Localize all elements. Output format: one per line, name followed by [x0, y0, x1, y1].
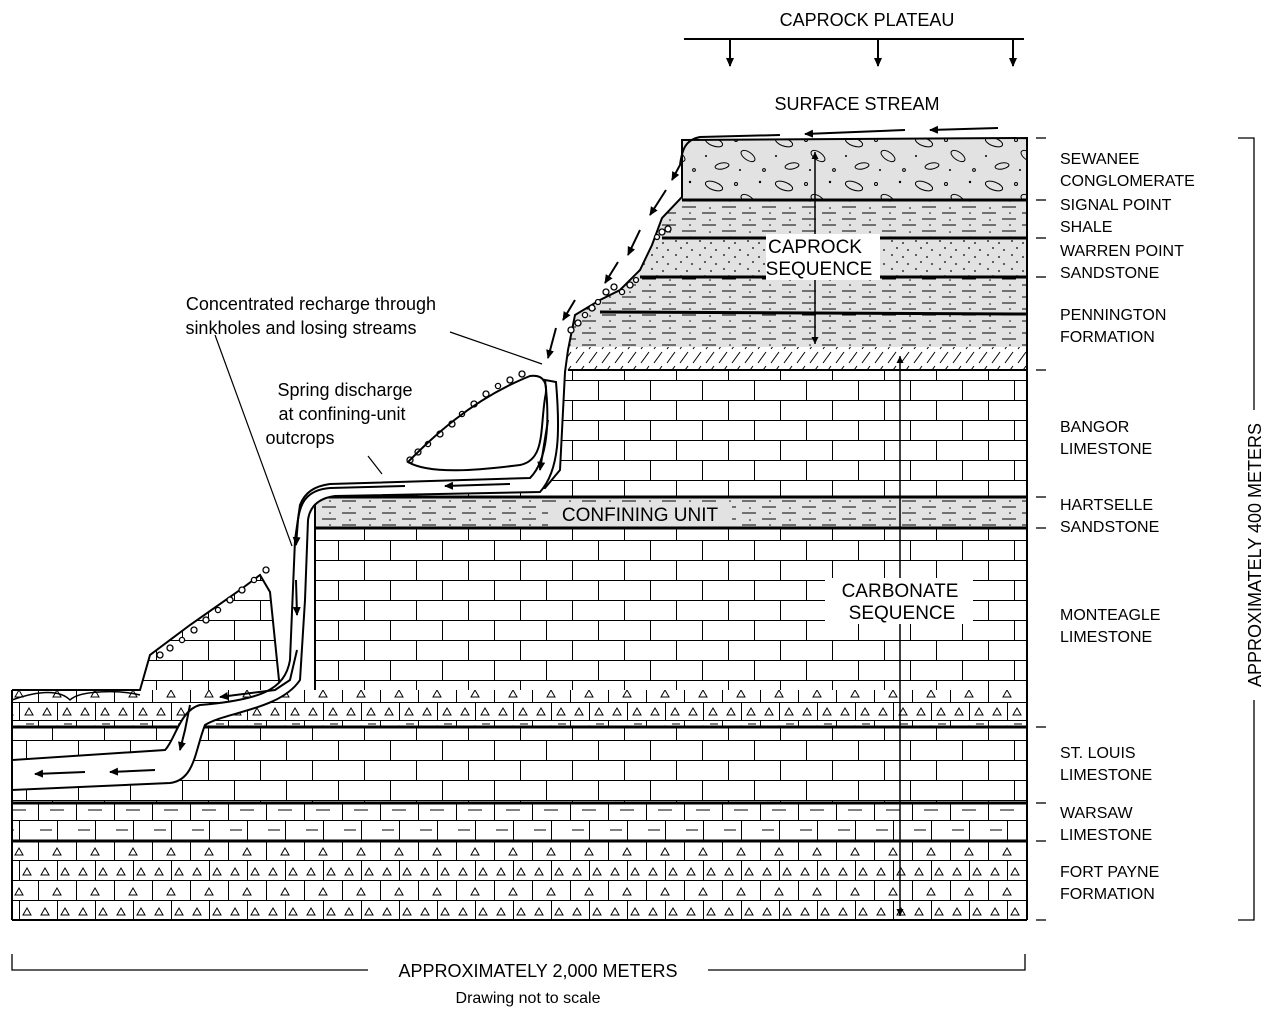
- fort-payne-layer: [12, 841, 1027, 920]
- recharge-annotation: Concentrated recharge through: [186, 294, 436, 314]
- plateau-label: CAPROCK PLATEAU: [780, 10, 955, 30]
- cave-conduits: [11, 374, 560, 792]
- recharge-annotation: sinkholes and losing streams: [185, 318, 416, 338]
- unit-label: PENNINGTON: [1060, 307, 1166, 324]
- unit-label: LIMESTONE: [1060, 767, 1152, 784]
- unit-label: MONTEAGLE: [1060, 607, 1160, 624]
- upper-conduit: [11, 378, 560, 792]
- unit-label: SHALE: [1060, 219, 1112, 236]
- unit-label: FORMATION: [1060, 886, 1155, 903]
- carbonate-sequence-label: SEQUENCE: [849, 603, 956, 624]
- spring-annotation: at confining-unit: [278, 404, 405, 424]
- plateau-indicator: [684, 38, 1024, 67]
- unit-label: SIGNAL POINT: [1060, 197, 1172, 214]
- unit-label: ST. LOUIS: [1060, 745, 1136, 762]
- sewanee-layer: [12, 138, 1027, 200]
- warsaw-layer: [12, 803, 1027, 841]
- cherty-zone-layer: [12, 690, 1027, 727]
- unit-label: WARREN POINT: [1060, 243, 1184, 260]
- callout-leaders: [214, 331, 543, 547]
- unit-label: LIMESTONE: [1060, 827, 1152, 844]
- unit-label: HARTSELLE: [1060, 497, 1153, 514]
- vertical-scale-label: APPROXIMATELY 400 METERS: [1245, 423, 1265, 687]
- unit-label: SANDSTONE: [1060, 265, 1159, 282]
- unit-label: SANDSTONE: [1060, 519, 1159, 536]
- unit-label: LIMESTONE: [1060, 441, 1152, 458]
- signal-point-layer: [12, 200, 1027, 238]
- unit-labels: SEWANEE CONGLOMERATE SIGNAL POINT SHALE …: [1060, 151, 1195, 903]
- pennington-dolomite-layer: [12, 347, 1027, 370]
- vertical-scale-bracket: [1238, 137, 1255, 921]
- unit-label: FORT PAYNE: [1060, 864, 1159, 881]
- spring-annotation: Spring discharge: [277, 380, 412, 400]
- spring-annotation: outcrops: [265, 428, 334, 448]
- unit-label: LIMESTONE: [1060, 629, 1152, 646]
- flow-arrows: [34, 125, 999, 778]
- confining-unit-label: CONFINING UNIT: [562, 505, 719, 526]
- slope-rubble: [156, 225, 672, 659]
- carbonate-sequence-label: CARBONATE: [842, 581, 959, 602]
- stream-label: SURFACE STREAM: [774, 94, 939, 114]
- horizontal-scale-bracket: [11, 954, 1026, 971]
- caprock-sequence-label: CAPROCK: [768, 237, 862, 258]
- unit-label: CONGLOMERATE: [1060, 173, 1195, 190]
- horizontal-scale-label: APPROXIMATELY 2,000 METERS: [398, 961, 677, 981]
- unit-label: SEWANEE: [1060, 151, 1139, 168]
- unit-label: BANGOR: [1060, 419, 1129, 436]
- scale-note: Drawing not to scale: [456, 990, 601, 1007]
- unit-boundary-ticks: [1036, 137, 1046, 921]
- unit-label: WARSAW: [1060, 805, 1133, 822]
- caprock-sequence-label: SEQUENCE: [766, 259, 873, 280]
- formation-contacts: [12, 198, 1028, 921]
- unit-label: FORMATION: [1060, 329, 1155, 346]
- hartselle-layer: [12, 497, 1027, 528]
- sinkhole-cave: [406, 374, 548, 472]
